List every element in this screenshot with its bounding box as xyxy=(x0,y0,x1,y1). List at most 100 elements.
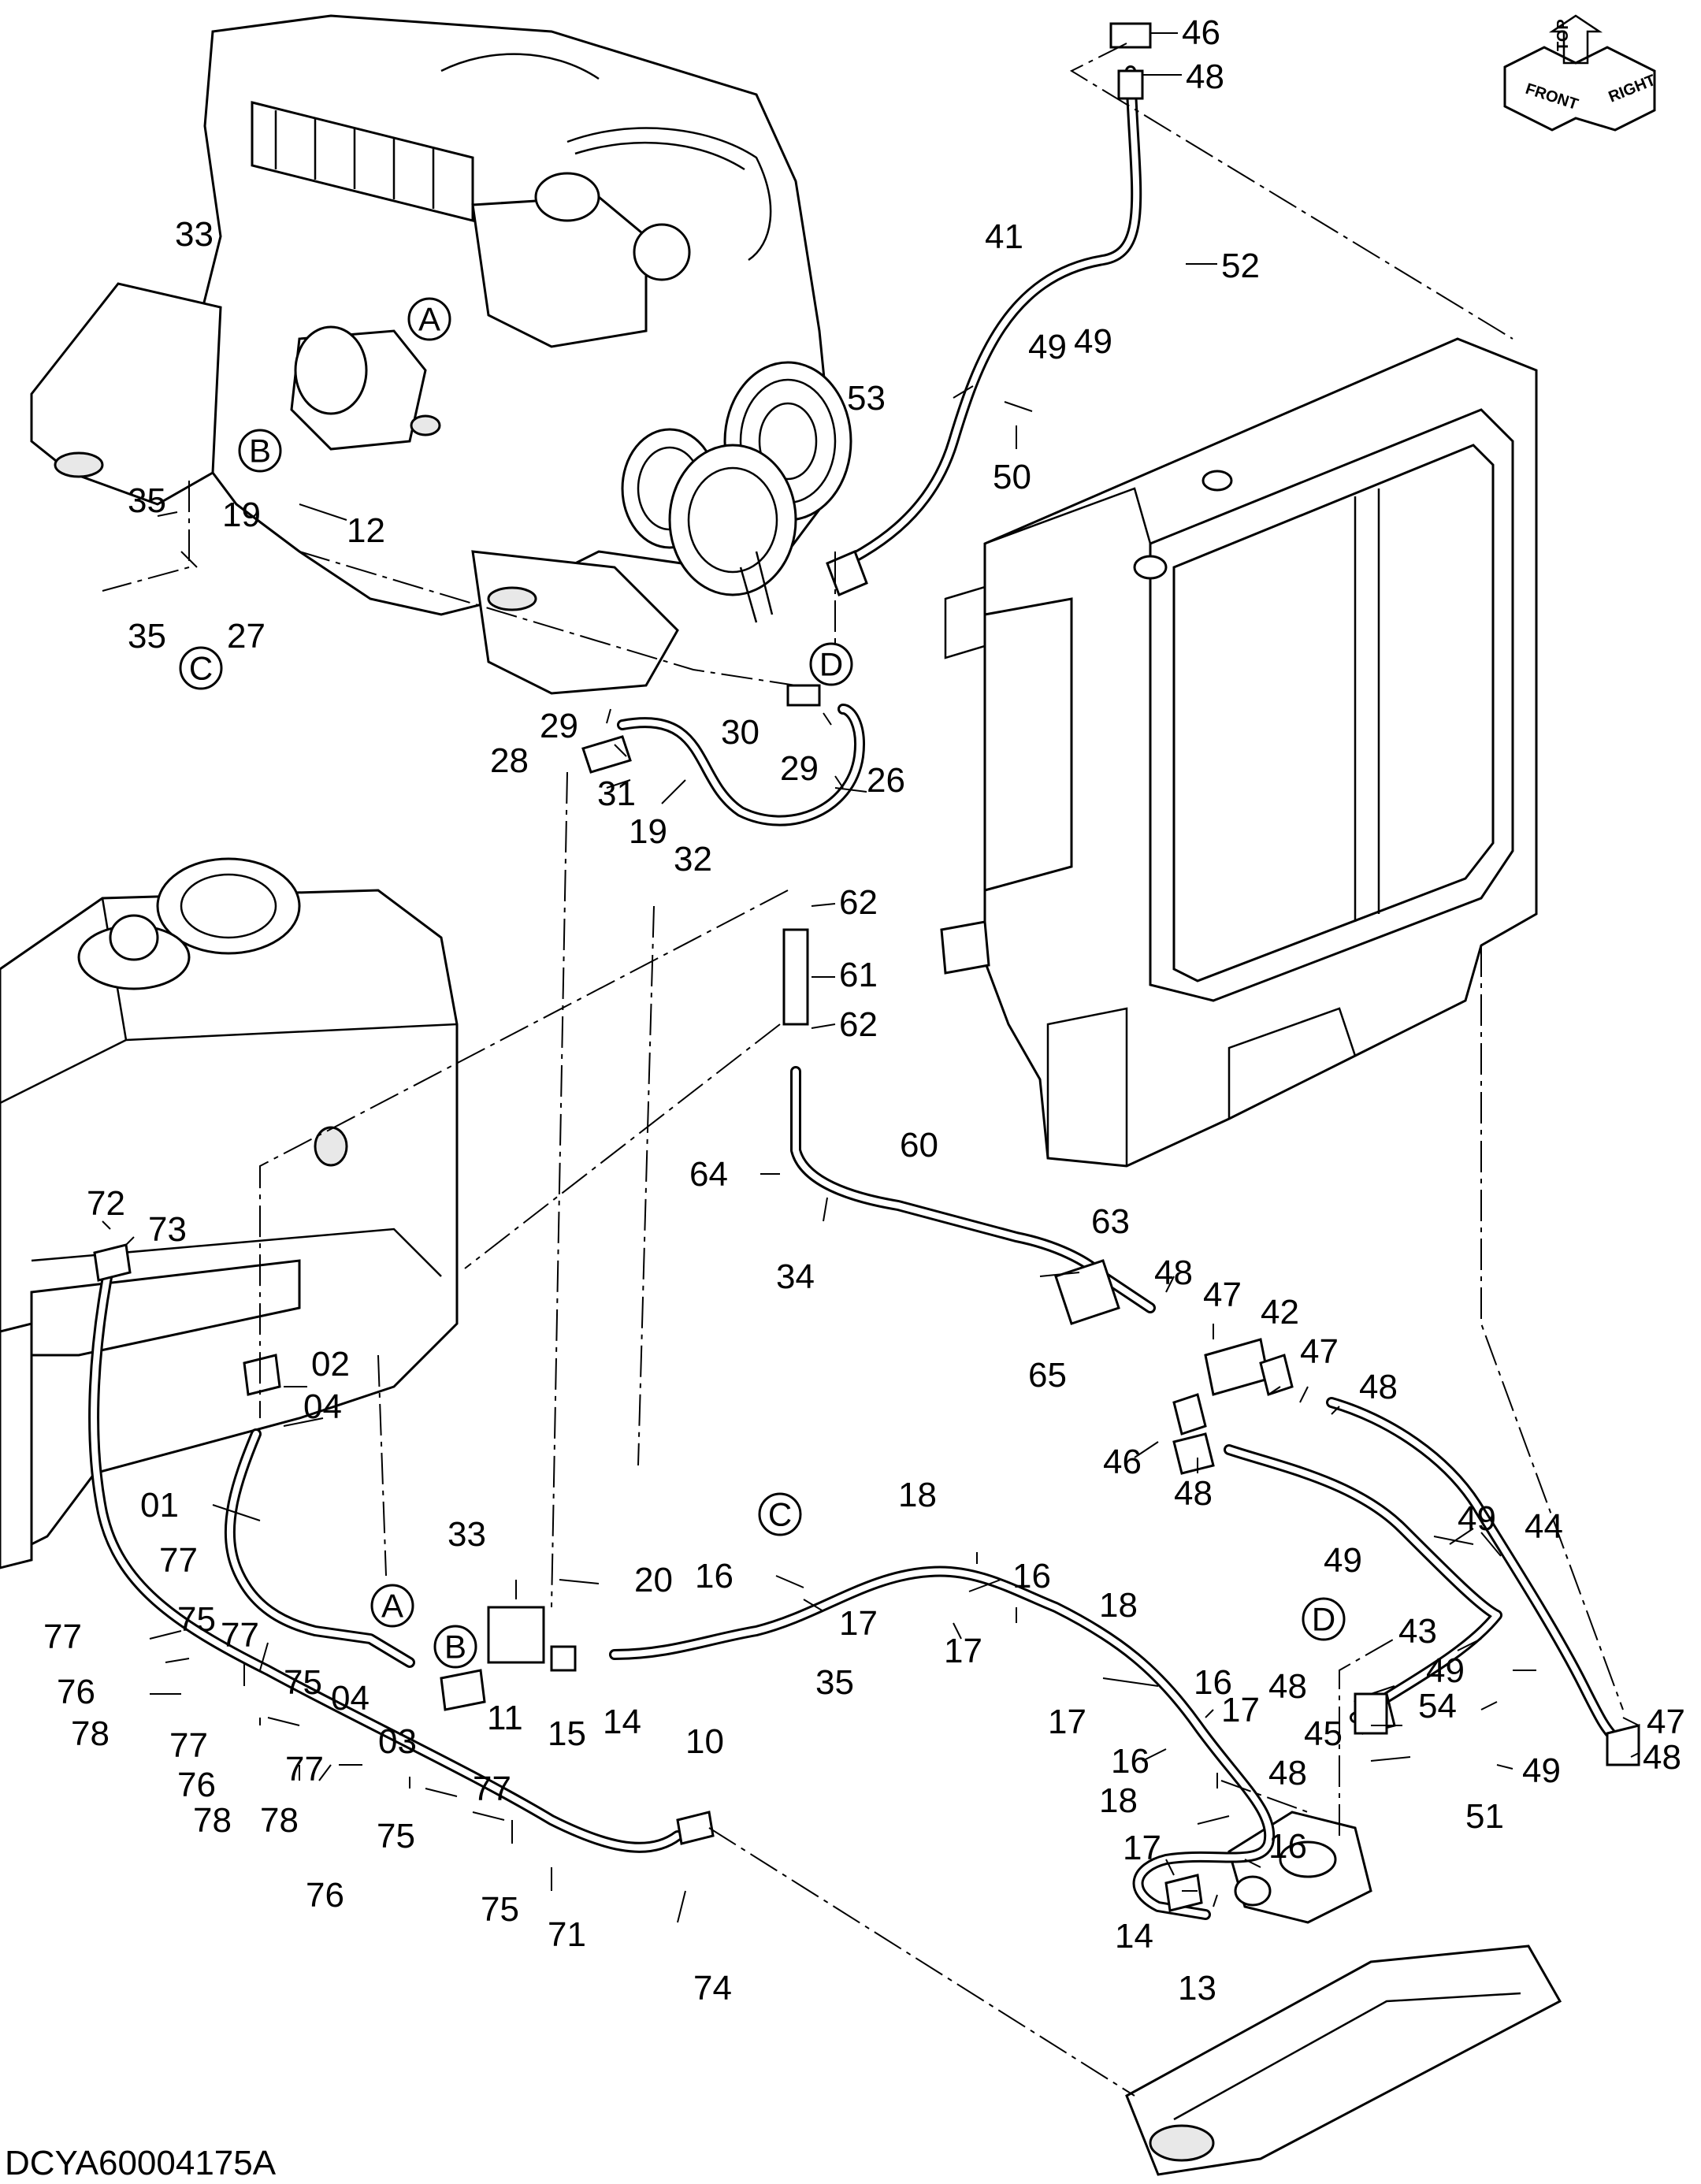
callout-16-e: 16 xyxy=(1268,1827,1307,1866)
callout-17-e: 17 xyxy=(1123,1829,1161,1867)
callout-48-g: 48 xyxy=(1643,1738,1681,1777)
callout-49-f: 49 xyxy=(1522,1751,1561,1790)
callout-78-a: 78 xyxy=(71,1714,110,1753)
pipe-71 xyxy=(88,1255,683,1853)
ref-letter-C-lower: C xyxy=(768,1496,792,1533)
callout-43: 43 xyxy=(1398,1612,1437,1651)
callout-46-top: 46 xyxy=(1182,13,1220,52)
callout-12: 12 xyxy=(347,511,385,550)
callout-04-a: 04 xyxy=(303,1387,342,1426)
fittings xyxy=(93,22,1640,1912)
callout-16-a: 16 xyxy=(695,1557,734,1595)
callout-35-c: 35 xyxy=(815,1663,854,1702)
callout-47-a: 47 xyxy=(1203,1276,1242,1314)
callout-49-a: 49 xyxy=(1074,322,1112,361)
callout-48-f: 48 xyxy=(1268,1754,1307,1792)
callout-76-c: 76 xyxy=(306,1876,344,1915)
callout-18-b: 18 xyxy=(1099,1586,1138,1625)
callout-74: 74 xyxy=(693,1969,732,2008)
callout-60: 60 xyxy=(900,1126,938,1164)
callout-65: 65 xyxy=(1028,1356,1067,1395)
callout-16-c: 16 xyxy=(1194,1663,1232,1702)
ref-letter-D: D xyxy=(819,646,843,683)
callout-17-b: 17 xyxy=(944,1632,982,1670)
callout-78-c: 78 xyxy=(260,1801,299,1840)
callout-04-b: 04 xyxy=(331,1679,370,1718)
callout-48-b: 48 xyxy=(1154,1254,1193,1292)
callout-77-c: 77 xyxy=(221,1616,259,1655)
callout-73: 73 xyxy=(148,1210,187,1249)
engine-assembly xyxy=(30,14,852,695)
callout-47-c: 47 xyxy=(1647,1703,1685,1741)
callout-49-e: 49 xyxy=(1426,1651,1465,1690)
callout-19-b: 19 xyxy=(629,812,667,851)
callout-48-top: 48 xyxy=(1186,58,1224,96)
ref-letter-A-lower: A xyxy=(381,1588,403,1625)
callout-51: 51 xyxy=(1465,1797,1504,1836)
callout-11: 11 xyxy=(487,1699,523,1737)
callout-42: 42 xyxy=(1261,1293,1299,1332)
callout-13: 13 xyxy=(1178,1969,1216,2008)
callout-48-e: 48 xyxy=(1268,1667,1307,1706)
callout-01: 01 xyxy=(140,1486,179,1525)
callout-50: 50 xyxy=(993,458,1031,496)
callout-leaders xyxy=(102,32,1640,1923)
callout-77-b: 77 xyxy=(43,1618,82,1656)
callout-61: 61 xyxy=(839,956,878,994)
callout-labels: 46 48 33 41 52 49 53 49 50 35 19 12 35 2… xyxy=(43,13,1685,2008)
callout-47-b: 47 xyxy=(1300,1332,1339,1371)
ref-letter-A: A xyxy=(418,301,440,338)
callout-48-d: 48 xyxy=(1174,1474,1213,1513)
callout-17-d: 17 xyxy=(1221,1691,1260,1729)
callout-62-a: 62 xyxy=(839,883,878,922)
radiator-assembly xyxy=(940,337,1538,1168)
callout-49-d: 49 xyxy=(1324,1541,1362,1580)
callout-72: 72 xyxy=(87,1184,125,1223)
callout-77-d: 77 xyxy=(169,1726,208,1765)
hose-61 xyxy=(782,928,809,1026)
callout-14-a: 14 xyxy=(603,1703,641,1741)
callout-26: 26 xyxy=(867,761,905,800)
callout-29-a: 29 xyxy=(540,707,578,745)
callout-34: 34 xyxy=(776,1257,815,1296)
callout-44: 44 xyxy=(1525,1507,1563,1546)
callout-33-b: 33 xyxy=(448,1515,486,1554)
callout-29-b: 29 xyxy=(780,749,819,788)
callout-35-b: 35 xyxy=(128,617,166,656)
callout-48-c: 48 xyxy=(1359,1368,1398,1406)
hose-01 xyxy=(224,1428,415,1668)
callout-41: 41 xyxy=(985,217,1023,256)
callout-64: 64 xyxy=(689,1155,728,1194)
routing-lines xyxy=(102,43,1624,2097)
callout-77-a: 77 xyxy=(159,1541,198,1580)
callout-02: 02 xyxy=(311,1345,350,1384)
callout-77-f: 77 xyxy=(473,1770,511,1808)
callout-45: 45 xyxy=(1304,1714,1343,1753)
hose-44 xyxy=(1326,1397,1625,1747)
callout-53: 53 xyxy=(847,379,886,418)
callout-17-a: 17 xyxy=(839,1604,878,1643)
callout-35-a: 35 xyxy=(128,481,166,520)
callout-19-a: 19 xyxy=(222,496,261,534)
callout-17-c: 17 xyxy=(1048,1703,1086,1741)
hose-41 xyxy=(830,65,1142,573)
reference-letters: A B C D A B C D xyxy=(179,297,1346,1669)
callout-30: 30 xyxy=(721,713,760,752)
callout-46-b: 46 xyxy=(1103,1443,1142,1481)
hose-43 xyxy=(1224,1444,1502,1723)
callout-28: 28 xyxy=(490,741,529,780)
callout-14-b: 14 xyxy=(1115,1917,1153,1956)
orientation-top-label: TOP xyxy=(1554,19,1572,51)
document-id: DCYA60004175A xyxy=(5,2144,277,2182)
callout-32: 32 xyxy=(674,840,712,878)
callout-16-d: 16 xyxy=(1111,1742,1149,1781)
callout-76-b: 76 xyxy=(177,1766,216,1804)
callout-71: 71 xyxy=(548,1915,586,1954)
callout-27: 27 xyxy=(227,617,266,656)
callout-16-b: 16 xyxy=(1012,1557,1051,1595)
callout-75-b: 75 xyxy=(284,1663,322,1702)
callout-18-a: 18 xyxy=(898,1476,937,1514)
pipe-10 xyxy=(609,1566,1276,1920)
ref-letter-C: C xyxy=(189,650,213,687)
callout-63: 63 xyxy=(1091,1202,1130,1241)
